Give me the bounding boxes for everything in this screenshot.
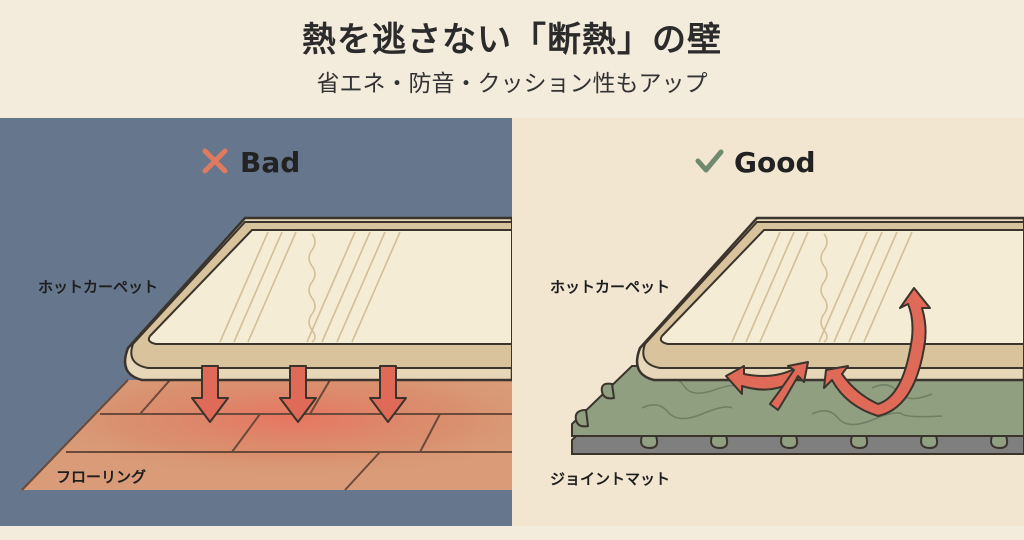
bad-panel: Bad ホットカーペット フローリング bbox=[0, 118, 512, 526]
good-panel: Good ホットカーペット ジョイントマット bbox=[512, 118, 1024, 526]
carpet-label-good: ホットカーペット bbox=[550, 278, 671, 296]
down-arrow-icon bbox=[369, 365, 407, 423]
down-arrow-icon bbox=[191, 365, 229, 423]
page-subtitle: 省エネ・防音・クッション性もアップ bbox=[316, 71, 708, 97]
header: 熱を逃さない「断熱」の壁 省エネ・防音・クッション性もアップ bbox=[0, 0, 1024, 118]
flooring-label: フローリング bbox=[56, 468, 147, 486]
page-title: 熱を逃さない「断熱」の壁 bbox=[302, 20, 722, 60]
good-heading-text: Good bbox=[734, 146, 816, 179]
hot-carpet bbox=[635, 216, 1024, 382]
down-arrow-icon bbox=[279, 365, 317, 423]
good-illustration bbox=[571, 216, 1024, 455]
good-heading: Good bbox=[694, 146, 816, 179]
bad-heading: Bad bbox=[200, 146, 300, 179]
check-mark-icon bbox=[694, 148, 724, 178]
joint-mat-label: ジョイントマット bbox=[550, 470, 671, 488]
hot-carpet bbox=[123, 216, 512, 382]
curved-arrow-icon bbox=[823, 287, 931, 417]
heat-retained-arrows bbox=[725, 287, 931, 417]
curved-arrow-icon bbox=[769, 361, 809, 411]
footer-strip bbox=[0, 526, 1024, 540]
carpet-label-bad: ホットカーペット bbox=[38, 278, 159, 296]
x-mark-icon bbox=[200, 148, 230, 178]
heat-loss-arrows bbox=[191, 365, 407, 423]
bad-heading-text: Bad bbox=[240, 146, 301, 179]
bad-illustration bbox=[21, 216, 512, 491]
